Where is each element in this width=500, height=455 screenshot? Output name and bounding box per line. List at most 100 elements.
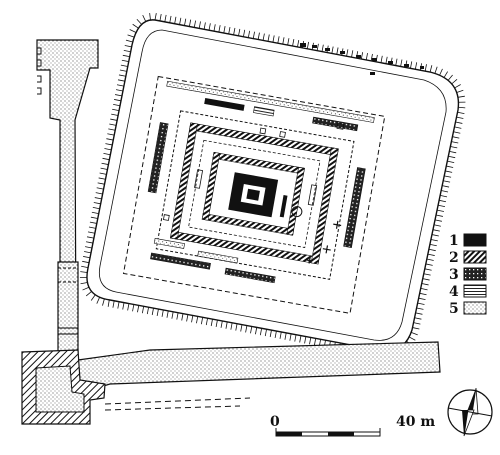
hachure-tick (142, 14, 147, 22)
hachure-tick (218, 25, 221, 33)
hachure-tick (127, 34, 135, 38)
hachure-tick (240, 324, 243, 332)
hachure-tick (421, 283, 429, 286)
hachure-tick (123, 50, 131, 53)
hachure-tick (193, 20, 196, 28)
hachure-tick (95, 192, 103, 195)
hachure-tick (88, 226, 96, 229)
hachure-tick (132, 304, 135, 312)
hachure-tick (267, 34, 270, 42)
hachure-tick (434, 219, 442, 222)
hachure-tick (110, 118, 118, 121)
hachure-tick (429, 65, 433, 73)
hachure-tick (365, 52, 368, 61)
hachure-tick (169, 15, 172, 23)
hachure-tick (114, 99, 122, 102)
hachure-tick (104, 148, 112, 151)
hachure-tick (255, 327, 258, 335)
hachure-tick (432, 229, 440, 232)
hachure-tick (107, 299, 110, 307)
hachure-tick (136, 18, 142, 25)
hachure-tick (455, 121, 463, 124)
hachure-tick (132, 23, 139, 29)
hachure-tick (306, 41, 309, 49)
hachure-tick (304, 336, 307, 344)
hachure-tick (184, 18, 187, 26)
hachure-tick (171, 311, 174, 319)
hachure-tick (279, 331, 282, 339)
hachure-tick (115, 94, 123, 97)
legend-swatch-hatch (463, 250, 487, 264)
hachure-tick (176, 312, 179, 320)
hachure-tick (111, 113, 119, 116)
hachure-tick (452, 136, 460, 139)
hachure-tick (351, 50, 354, 58)
hachure-tick (108, 128, 116, 131)
hachure-tick (447, 74, 453, 81)
hachure-tick (450, 146, 458, 149)
hachure-tick (81, 265, 89, 268)
hachure-tick (408, 336, 416, 341)
hachure-tick (82, 286, 90, 291)
hachure-tick (115, 89, 124, 92)
hachure-tick (443, 180, 451, 183)
hachure-tick (438, 204, 446, 208)
hachure-tick (243, 29, 246, 37)
hachure-tick (447, 160, 455, 163)
hachure-tick (264, 329, 267, 337)
scale-end-label: 40 m (396, 414, 435, 430)
causeways (21, 39, 441, 425)
hachure-tick (446, 165, 454, 168)
hachure-tick (113, 103, 121, 107)
hachure-tick (85, 246, 93, 249)
hachure-tick (205, 318, 208, 326)
hachure-tick (96, 297, 101, 304)
hachure-tick (262, 33, 265, 41)
hachure-tick (90, 294, 96, 301)
hachure-tick (196, 316, 199, 324)
hachure-tick (235, 323, 238, 331)
hachure-tick (451, 141, 459, 144)
hachure-tick (422, 278, 430, 281)
hachure-tick (456, 89, 464, 93)
hachure-tick (80, 282, 88, 285)
hachure-tick (316, 43, 319, 51)
hachure-tick (141, 306, 145, 314)
hachure-tick (443, 71, 448, 78)
hachure-tick (431, 234, 439, 237)
hachure-tick (282, 37, 285, 45)
hachure-tick (159, 13, 162, 22)
hachure-tick (412, 327, 420, 330)
hachure-tick (435, 214, 443, 217)
hachure-tick (118, 74, 126, 77)
hachure-tick (433, 224, 441, 227)
hachure-tick (247, 30, 251, 38)
hachure-tick (259, 328, 263, 336)
hachure-tick (380, 55, 383, 63)
hachure-tick (102, 298, 105, 306)
hachure-tick (430, 239, 438, 242)
legend-swatch-lines (463, 284, 487, 298)
hachure-tick (191, 315, 194, 323)
hachure-tick (120, 64, 128, 67)
hachure-tick (124, 45, 132, 48)
hachure-tick (151, 308, 154, 316)
scale-start-label: 0 (270, 414, 280, 430)
hachure-tick (448, 155, 456, 159)
hachure-tick (215, 319, 218, 327)
hachure-tick (137, 305, 140, 313)
legend-key-1: 1 (449, 233, 459, 249)
hachure-tick (80, 271, 88, 273)
hachure-tick (428, 248, 436, 252)
hachure-tick (112, 300, 115, 308)
hachure-tick (424, 64, 427, 72)
hachure-tick (413, 322, 421, 325)
hachure-tick (284, 332, 287, 340)
north-row-blocks (300, 43, 424, 75)
legend-swatch-solid (463, 233, 487, 247)
hachure-tick (395, 58, 398, 66)
hachure-tick (86, 236, 94, 239)
hachure-tick (186, 314, 189, 322)
